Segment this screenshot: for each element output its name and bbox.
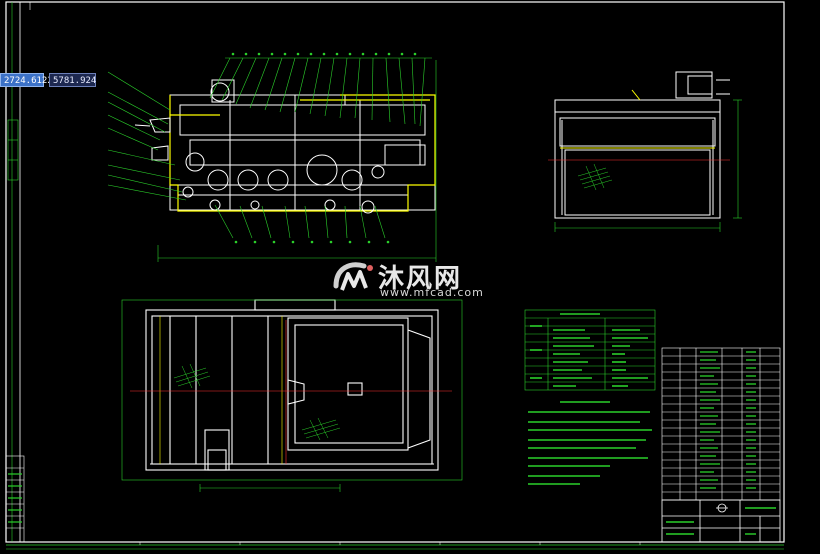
title-stub-top [7, 119, 19, 181]
plan-hatch-left [173, 363, 211, 389]
front-elevation-view[interactable] [107, 52, 437, 262]
front-outline [169, 94, 436, 212]
tech-requirements-notes [528, 401, 652, 485]
side-hatch [577, 163, 613, 191]
front-leaders-top [209, 57, 432, 127]
side-view[interactable] [548, 71, 742, 232]
front-rollers [182, 82, 385, 214]
tech-parameter-table[interactable] [524, 309, 656, 391]
plan-dimensions [121, 299, 463, 492]
plan-red-centerline [130, 320, 452, 464]
site-watermark: 沐风网 www.mfcad.com [330, 256, 500, 302]
bill-of-materials[interactable] [661, 347, 781, 501]
revision-block-marks [8, 473, 22, 523]
frame-zone-ticks [139, 542, 641, 545]
bom-text-marks [700, 351, 756, 489]
drawing-frame [5, 1, 785, 550]
front-left-feed [134, 117, 171, 161]
side-yellow-accent [560, 89, 715, 149]
revision-block [5, 455, 25, 543]
plan-main-frame [145, 299, 439, 471]
coordinate-y-readout[interactable]: 5781.924 [49, 73, 96, 87]
top-plan-view[interactable] [121, 299, 463, 492]
watermark-brand-text: 沐风网 [378, 264, 463, 294]
tech-table-text-marks [530, 313, 648, 387]
title-block[interactable] [661, 499, 781, 543]
watermark-url-text: www.mfcad.com [380, 286, 484, 299]
title-block-marks [666, 507, 776, 535]
plan-hatch-right [301, 417, 341, 441]
coordinate-x-readout[interactable]: 2724.6122 [0, 73, 53, 87]
plan-yellow-frame [159, 316, 283, 464]
front-leaders-bottom [214, 204, 386, 239]
front-balloons [231, 52, 417, 244]
front-leaders-left [107, 71, 187, 201]
side-main-frame [554, 71, 730, 219]
front-dimensions [157, 60, 437, 262]
watermark-logo-icon [333, 262, 373, 291]
side-dimensions [554, 99, 742, 232]
